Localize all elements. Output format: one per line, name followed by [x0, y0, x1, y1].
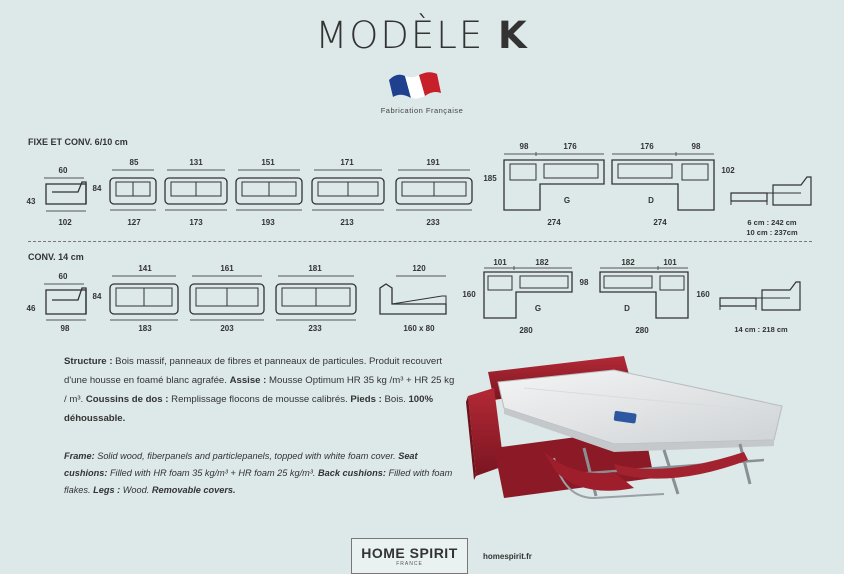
- sofa-width-label: 213: [340, 218, 354, 227]
- corner-d-dim-1: 176: [640, 142, 654, 151]
- website-url[interactable]: homespirit.fr: [483, 552, 532, 561]
- meridienne-size-label: 160 x 80: [403, 324, 435, 333]
- sofa-width-label: 233: [308, 324, 322, 333]
- corner-sofa-right-icon: [611, 152, 715, 211]
- sofa-3-seat-icon: [395, 169, 473, 211]
- sofa-width-label: 193: [261, 218, 275, 227]
- brand-name: HOME SPIRIT: [361, 545, 458, 561]
- corner-g-dim-2: 182: [535, 258, 549, 267]
- sofa-depth-label: 151: [261, 158, 275, 167]
- corner-g-dim-2: 176: [563, 142, 577, 151]
- corner-d-height-label: 102: [721, 166, 735, 175]
- side-seat-height-label: 46: [26, 304, 36, 313]
- corner-g-dim-1: 98: [519, 142, 529, 151]
- side-seat-height-label: 43: [26, 197, 36, 206]
- corner-d-dim-1: 182: [621, 258, 635, 267]
- side-width-label: 102: [58, 218, 72, 227]
- sofa-side-view-icon: [44, 283, 87, 321]
- corner-d-dim-2: 101: [663, 258, 677, 267]
- home-spirit-logo: HOME SPIRIT FRANCE: [351, 538, 468, 574]
- bed-length-14: 14 cm : 218 cm: [734, 325, 788, 334]
- side-depth-label: 60: [58, 272, 68, 281]
- side-height-label: 84: [92, 184, 102, 193]
- sofa-side-view-icon: [44, 177, 87, 212]
- bed-length-6-10: 6 cm : 242 cm: [747, 218, 797, 227]
- section-1-title: FIXE ET CONV. 6/10 cm: [28, 137, 128, 147]
- sofa-depth-label: 191: [426, 158, 440, 167]
- sofa-width-label: 173: [189, 218, 203, 227]
- sofa-2-seat-icon: [109, 169, 157, 211]
- sofa-depth-label: 131: [189, 158, 203, 167]
- sofa-depth-label: 161: [220, 264, 234, 273]
- corner-d-height-label: 160: [696, 290, 710, 299]
- meridienne-width-label: 120: [412, 264, 426, 273]
- corner-d-dim-2: 98: [691, 142, 701, 151]
- corner-sofa-right-icon: [599, 266, 689, 319]
- corner-d-width-label: 280: [635, 326, 649, 335]
- corner-g-dim-1: 101: [493, 258, 507, 267]
- side-height-label: 84: [92, 292, 102, 301]
- sofa-3-seat-icon: [164, 169, 228, 211]
- corner-g-width-label: 280: [519, 326, 533, 335]
- corner-g-letter: G: [563, 196, 571, 205]
- sofa-depth-label: 141: [138, 264, 152, 273]
- sofa-width-label: 127: [127, 218, 141, 227]
- section-2-title: CONV. 14 cm: [28, 252, 84, 262]
- side-width-label: 98: [60, 324, 70, 333]
- sofa-width-label: 233: [426, 218, 440, 227]
- corner-g-depth-label: 98: [579, 278, 589, 287]
- corner-sofa-left-icon: [503, 152, 605, 211]
- sofa-depth-label: 181: [308, 264, 322, 273]
- corner-g-width-label: 274: [547, 218, 561, 227]
- corner-g-letter: G: [534, 304, 542, 313]
- sofa-bed-open-icon: [719, 281, 801, 311]
- sofa-bed-open-icon: [730, 176, 812, 206]
- bed-length-10: 10 cm : 237cm: [746, 228, 798, 237]
- corner-g-height-label: 185: [483, 174, 497, 183]
- fabrication-label: Fabrication Française: [380, 106, 464, 115]
- corner-d-width-label: 274: [653, 218, 667, 227]
- sofa-depth-label: 171: [340, 158, 354, 167]
- meridienne-icon: [379, 275, 447, 315]
- sofa-width-label: 183: [138, 324, 152, 333]
- description-en: Frame: Solid wood, fiberpanels and parti…: [64, 451, 453, 495]
- page-title: MODÈLE K: [315, 14, 529, 57]
- side-depth-label: 60: [58, 166, 68, 175]
- sofa-3-seat-icon: [311, 169, 385, 211]
- sofa-depth-label: 85: [129, 158, 139, 167]
- french-flag-logo: [389, 72, 441, 99]
- corner-d-letter: D: [648, 196, 654, 205]
- sofa-bed-product-image: [466, 356, 783, 500]
- sofa-3-seat-icon: [109, 275, 179, 321]
- sofa-width-label: 203: [220, 324, 234, 333]
- sofa-3-seat-icon: [235, 169, 303, 211]
- brand-country: FRANCE: [396, 561, 423, 567]
- corner-sofa-left-icon: [483, 266, 573, 319]
- sofa-3-seat-icon: [275, 275, 357, 321]
- description-fr: Structure : Bois massif, panneaux de fib…: [64, 356, 455, 424]
- corner-g-height-label: 160: [462, 290, 476, 299]
- sofa-3-seat-icon: [189, 275, 265, 321]
- corner-d-letter: D: [624, 304, 630, 313]
- section-divider: [28, 241, 812, 242]
